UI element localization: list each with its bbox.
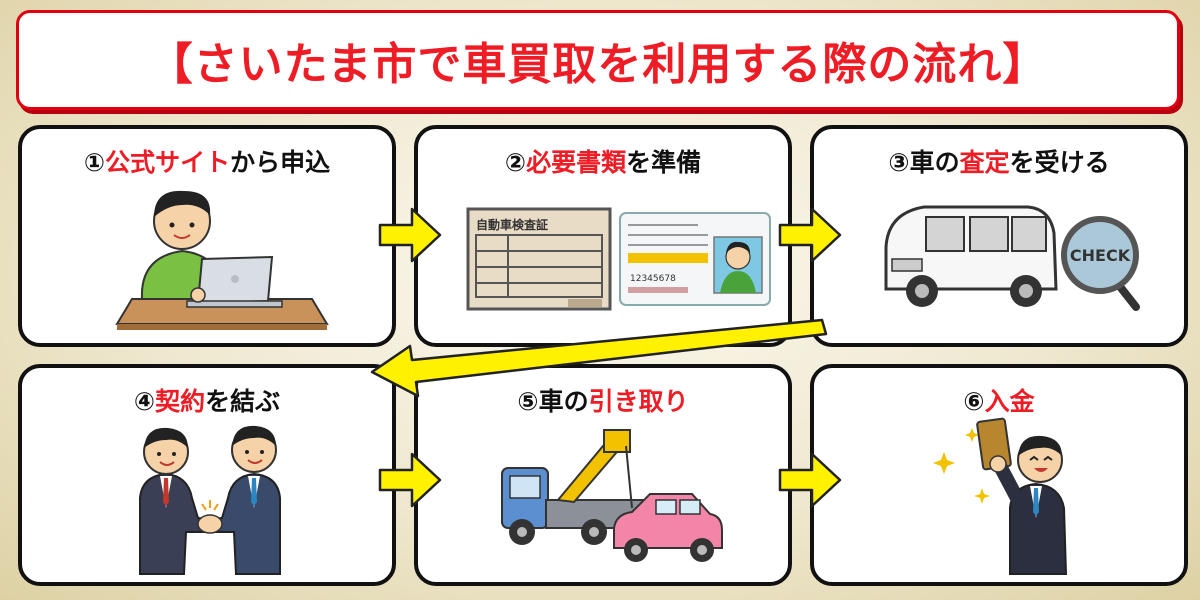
documents-illustration: 自動車検査証 12345678 [466,207,771,311]
payment-received-illustration [933,417,1068,575]
arrow-step4-to-step5 [378,452,442,508]
step-2-title: ②必要書類を準備 [418,143,788,179]
step-3-number: ③ [888,148,910,177]
step-2-highlight: 必要書類 [526,148,627,177]
title-banner: 【さいたま市で車買取を利用する際の流れ】 [16,10,1180,110]
step-1-number: ① [83,148,106,177]
handshake-illustration [139,425,281,575]
arrow-step2-to-step3 [778,207,842,263]
step-3-card: ③車の査定を受ける CHECK [810,125,1188,347]
doc-label: 自動車検査証 [476,217,548,232]
step-6-number: ⑥ [963,387,985,416]
step-4-highlight: 契約 [155,387,206,416]
step-5-pre: 車の [538,387,589,416]
arrow-step5-to-step6 [778,452,842,508]
arrow-step1-to-step2 [378,207,442,263]
license-number: 12345678 [630,274,676,284]
step-6-highlight: 入金 [984,387,1035,416]
step-4-title: ④契約を結ぶ [22,382,392,418]
tow-truck-illustration [501,429,723,562]
step-2-text: を準備 [626,148,702,177]
step-3-highlight: 査定 [959,148,1010,177]
step-5-title: ⑤車の引き取り [418,382,788,418]
step-4-card: ④契約を結ぶ [18,364,396,586]
step-6-title: ⑥入金 [814,382,1184,418]
step-5-number: ⑤ [517,387,539,416]
step-3-text: を受ける [1009,148,1110,177]
page-title: 【さいたま市で車買取を利用する際の流れ】 [148,39,1048,90]
person-laptop-illustration [115,190,329,330]
step-2-number: ② [504,148,527,177]
step-3-pre: 車の [909,148,960,177]
step-1-highlight: 公式サイト [105,148,231,177]
step-4-text: を結ぶ [205,387,281,416]
step-3-title: ③車の査定を受ける [814,143,1184,179]
step-4-number: ④ [133,387,156,416]
step-6-card: ⑥入金 [810,364,1188,586]
step-1-card: ①公式サイトから申込 [18,125,396,347]
step-5-card: ⑤車の引き取り [414,364,792,586]
step-1-text: から申込 [230,148,331,177]
step-1-title: ①公式サイトから申込 [22,143,392,179]
arrow-step3-to-step4 [370,318,828,398]
step-5-highlight: 引き取り [588,387,689,416]
car-inspection-illustration: CHECK [884,205,1140,311]
check-label: CHECK [1070,246,1131,265]
